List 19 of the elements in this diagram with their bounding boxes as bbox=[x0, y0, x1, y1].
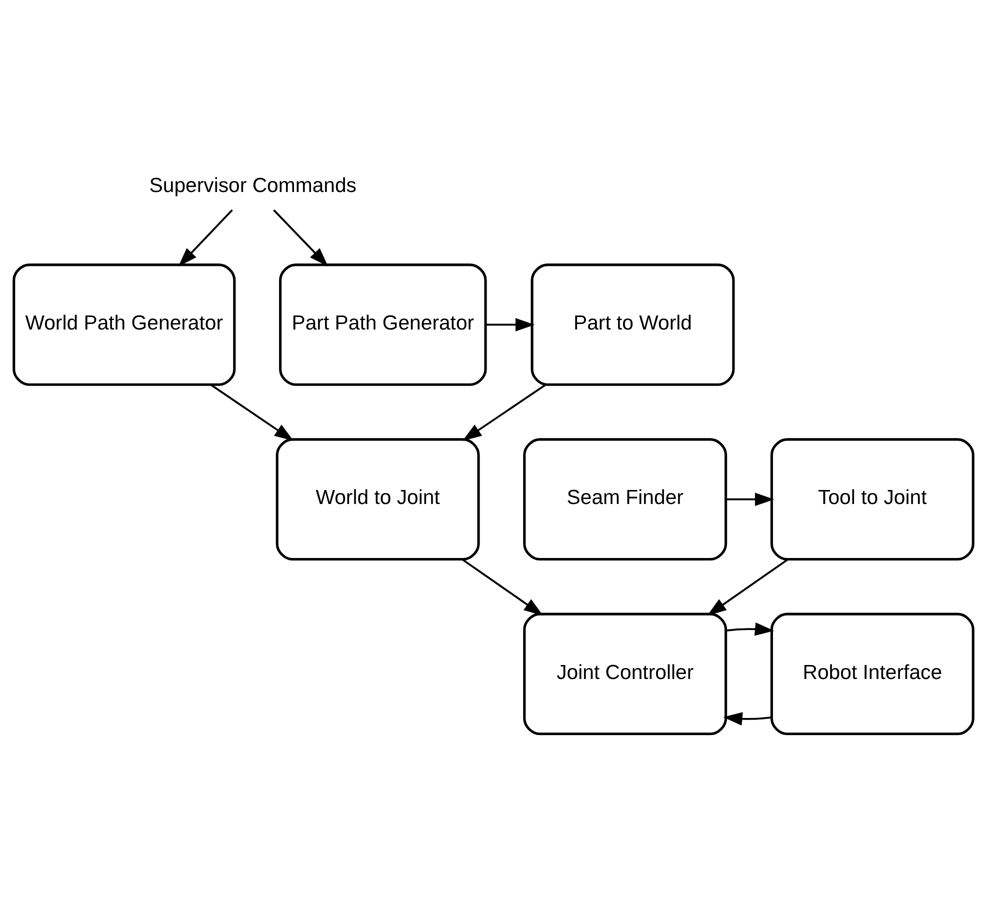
node-box: Part to World bbox=[530, 263, 735, 386]
node-box: Part Path Generator bbox=[279, 263, 487, 386]
arrow bbox=[178, 208, 233, 266]
arrow bbox=[707, 558, 789, 616]
node-text: Supervisor Commands bbox=[149, 174, 357, 196]
arrow bbox=[486, 318, 535, 331]
arrow bbox=[210, 383, 294, 440]
node-box: Seam Finder bbox=[523, 438, 728, 560]
arrow bbox=[726, 492, 774, 506]
node-box: Tool to Joint bbox=[770, 438, 974, 560]
arrow bbox=[462, 558, 544, 616]
arrow bbox=[723, 712, 772, 726]
arrow bbox=[273, 208, 328, 266]
node-box: Joint Controller bbox=[523, 612, 728, 735]
node-box: Robot Interface bbox=[770, 612, 974, 735]
node-box: World to Joint bbox=[276, 438, 480, 560]
node-box: World Path Generator bbox=[12, 263, 236, 386]
arrow bbox=[462, 383, 546, 440]
arrow bbox=[726, 622, 774, 636]
